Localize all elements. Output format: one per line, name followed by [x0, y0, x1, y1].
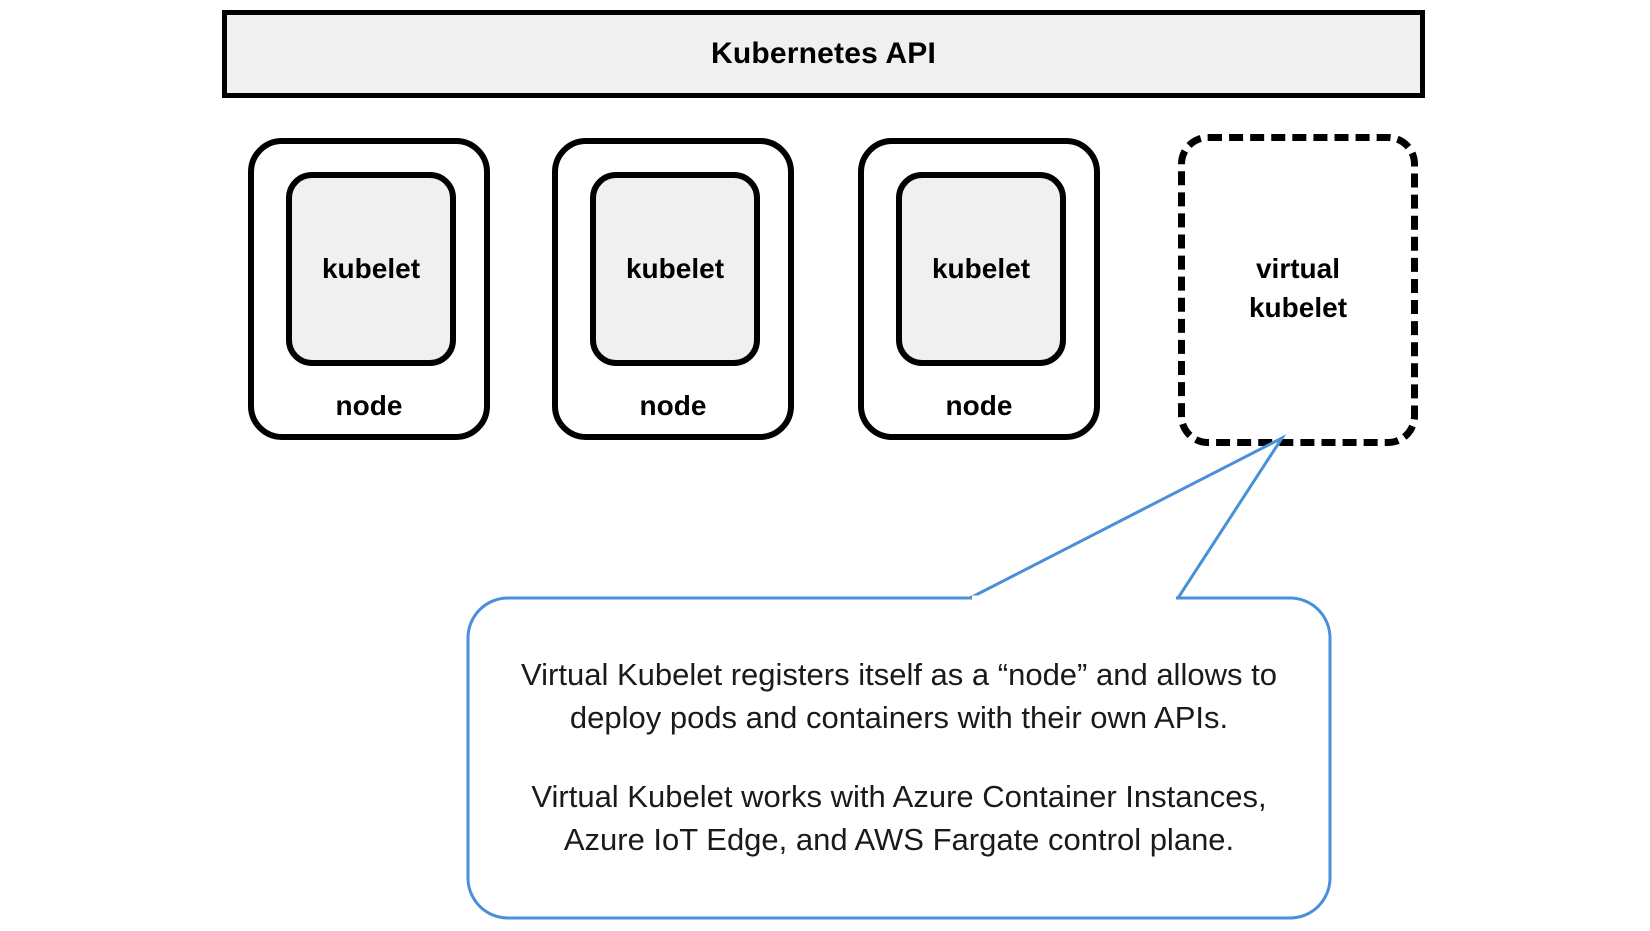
kubernetes-api-bar: Kubernetes API	[222, 10, 1425, 98]
node-label-3: node	[945, 390, 1013, 421]
callout-tail-fill	[700, 438, 1282, 599]
callout-tail-outline	[969, 434, 1287, 600]
kubelet-label-2: kubelet	[625, 253, 725, 284]
kubelet-label-3: kubelet	[931, 253, 1031, 284]
callout-paragraph-1: Virtual Kubelet registers itself as a “n…	[521, 657, 1277, 736]
kubelet-box-3: kubelet	[896, 172, 1066, 366]
callout-paragraph-2: Virtual Kubelet works with Azure Contain…	[531, 779, 1267, 857]
kubelet-box-2: kubelet	[590, 172, 760, 366]
virtual-kubelet-card: virtual kubelet	[1178, 134, 1418, 446]
kubelet-box-1: kubelet	[286, 172, 456, 366]
node-label-2: node	[639, 390, 707, 421]
kubernetes-api-label: Kubernetes API	[710, 37, 937, 70]
callout-text-container: Virtual Kubelet registers itself as a “n…	[468, 598, 1330, 918]
node-card-3: kubelet node	[858, 138, 1100, 440]
kubelet-label-1: kubelet	[321, 253, 421, 284]
node-card-1: kubelet node	[248, 138, 490, 440]
virtual-kubelet-label-line2: kubelet	[1248, 292, 1348, 324]
node-card-2: kubelet node	[552, 138, 794, 440]
node-label-1: node	[335, 390, 403, 421]
virtual-kubelet-label: virtual kubelet	[1185, 249, 1411, 327]
virtual-kubelet-label-line1: virtual	[1255, 253, 1341, 284]
